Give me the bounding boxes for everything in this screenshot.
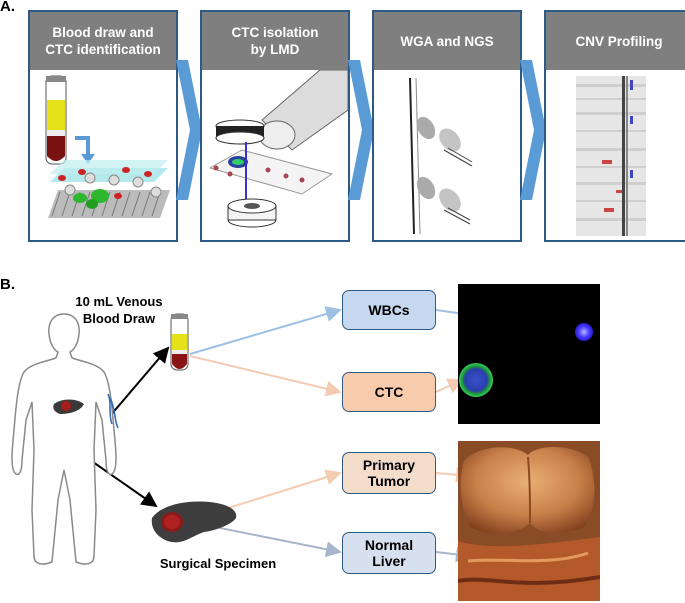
cnv-heatmap-illustration [576, 76, 646, 236]
primary-tumor-box: Primary Tumor [342, 452, 436, 494]
section-b-label: B. [0, 276, 15, 293]
collection-cap-icon [227, 198, 277, 228]
arrow-to-blood-tube [109, 346, 170, 417]
chevron-right-icon [520, 60, 546, 200]
blood-draw-illustration [45, 75, 170, 218]
ctc-label: CTC [374, 384, 404, 400]
primary-tumor-line1: Primary [362, 457, 416, 473]
step-header: Blood draw and CTC identification [30, 12, 176, 70]
primary-tumor-line2: Tumor [367, 473, 411, 489]
flow-cell-icon [409, 77, 473, 235]
down-arrow-icon [75, 136, 95, 164]
blood-tube-icon [45, 75, 67, 165]
microscope-objective-icon [215, 70, 348, 151]
chevron-right-icon [348, 60, 374, 200]
microfluidic-chip-icon [48, 160, 170, 218]
surgical-specimen-label: Surgical Specimen [159, 556, 277, 571]
glass-slide-icon [208, 142, 334, 202]
normal-liver-box: Normal Liver [342, 532, 436, 574]
tumor-specimen-photo [458, 441, 600, 601]
blood-draw-line2: Blood Draw [82, 311, 156, 326]
blood-draw-label: 10 mL Venous Blood Draw [54, 293, 184, 327]
blood-draw-line1: 10 mL Venous [75, 294, 163, 309]
sequencing-illustration [409, 77, 473, 235]
section-a-label: A. [0, 0, 15, 15]
wbcs-box: WBCs [342, 290, 436, 330]
lmd-illustration [208, 70, 348, 228]
human-body-icon [11, 313, 119, 565]
step-panel-ctc-isolation: CTC isolation by LMD [200, 10, 350, 242]
cnv-heatmap-icon [576, 76, 646, 236]
step-title-line1: CTC isolation [231, 25, 319, 40]
liver-icon [53, 399, 84, 414]
wbc-cell-icon [575, 323, 593, 341]
step-panel-wga-ngs: WGA and NGS [372, 10, 522, 242]
step-title-line1: WGA and NGS [400, 33, 494, 49]
blood-tube-icon [170, 313, 189, 371]
step-panel-cnv-profiling: CNV Profiling [544, 10, 685, 242]
chevron-right-icon [176, 60, 202, 200]
step-panel-blood-draw: Blood draw and CTC identification [28, 10, 178, 242]
step-header: WGA and NGS [374, 12, 520, 70]
vein-icon [107, 393, 119, 429]
wbcs-label: WBCs [368, 302, 410, 318]
step-title-line1: Blood draw and [52, 25, 154, 40]
ctc-cell-icon [459, 363, 493, 397]
step-title-line1: CNV Profiling [575, 33, 663, 49]
normal-liver-line1: Normal [364, 537, 414, 553]
step-title-line2: by LMD [250, 42, 300, 57]
step-header: CNV Profiling [546, 12, 685, 70]
ctc-box: CTC [342, 372, 436, 412]
normal-liver-line2: Liver [372, 553, 406, 569]
step-title-line2: CTC identification [45, 42, 161, 57]
surgical-specimen-liver-icon [151, 501, 237, 543]
fluorescence-micrograph [458, 284, 600, 424]
step-header: CTC isolation by LMD [202, 12, 348, 70]
